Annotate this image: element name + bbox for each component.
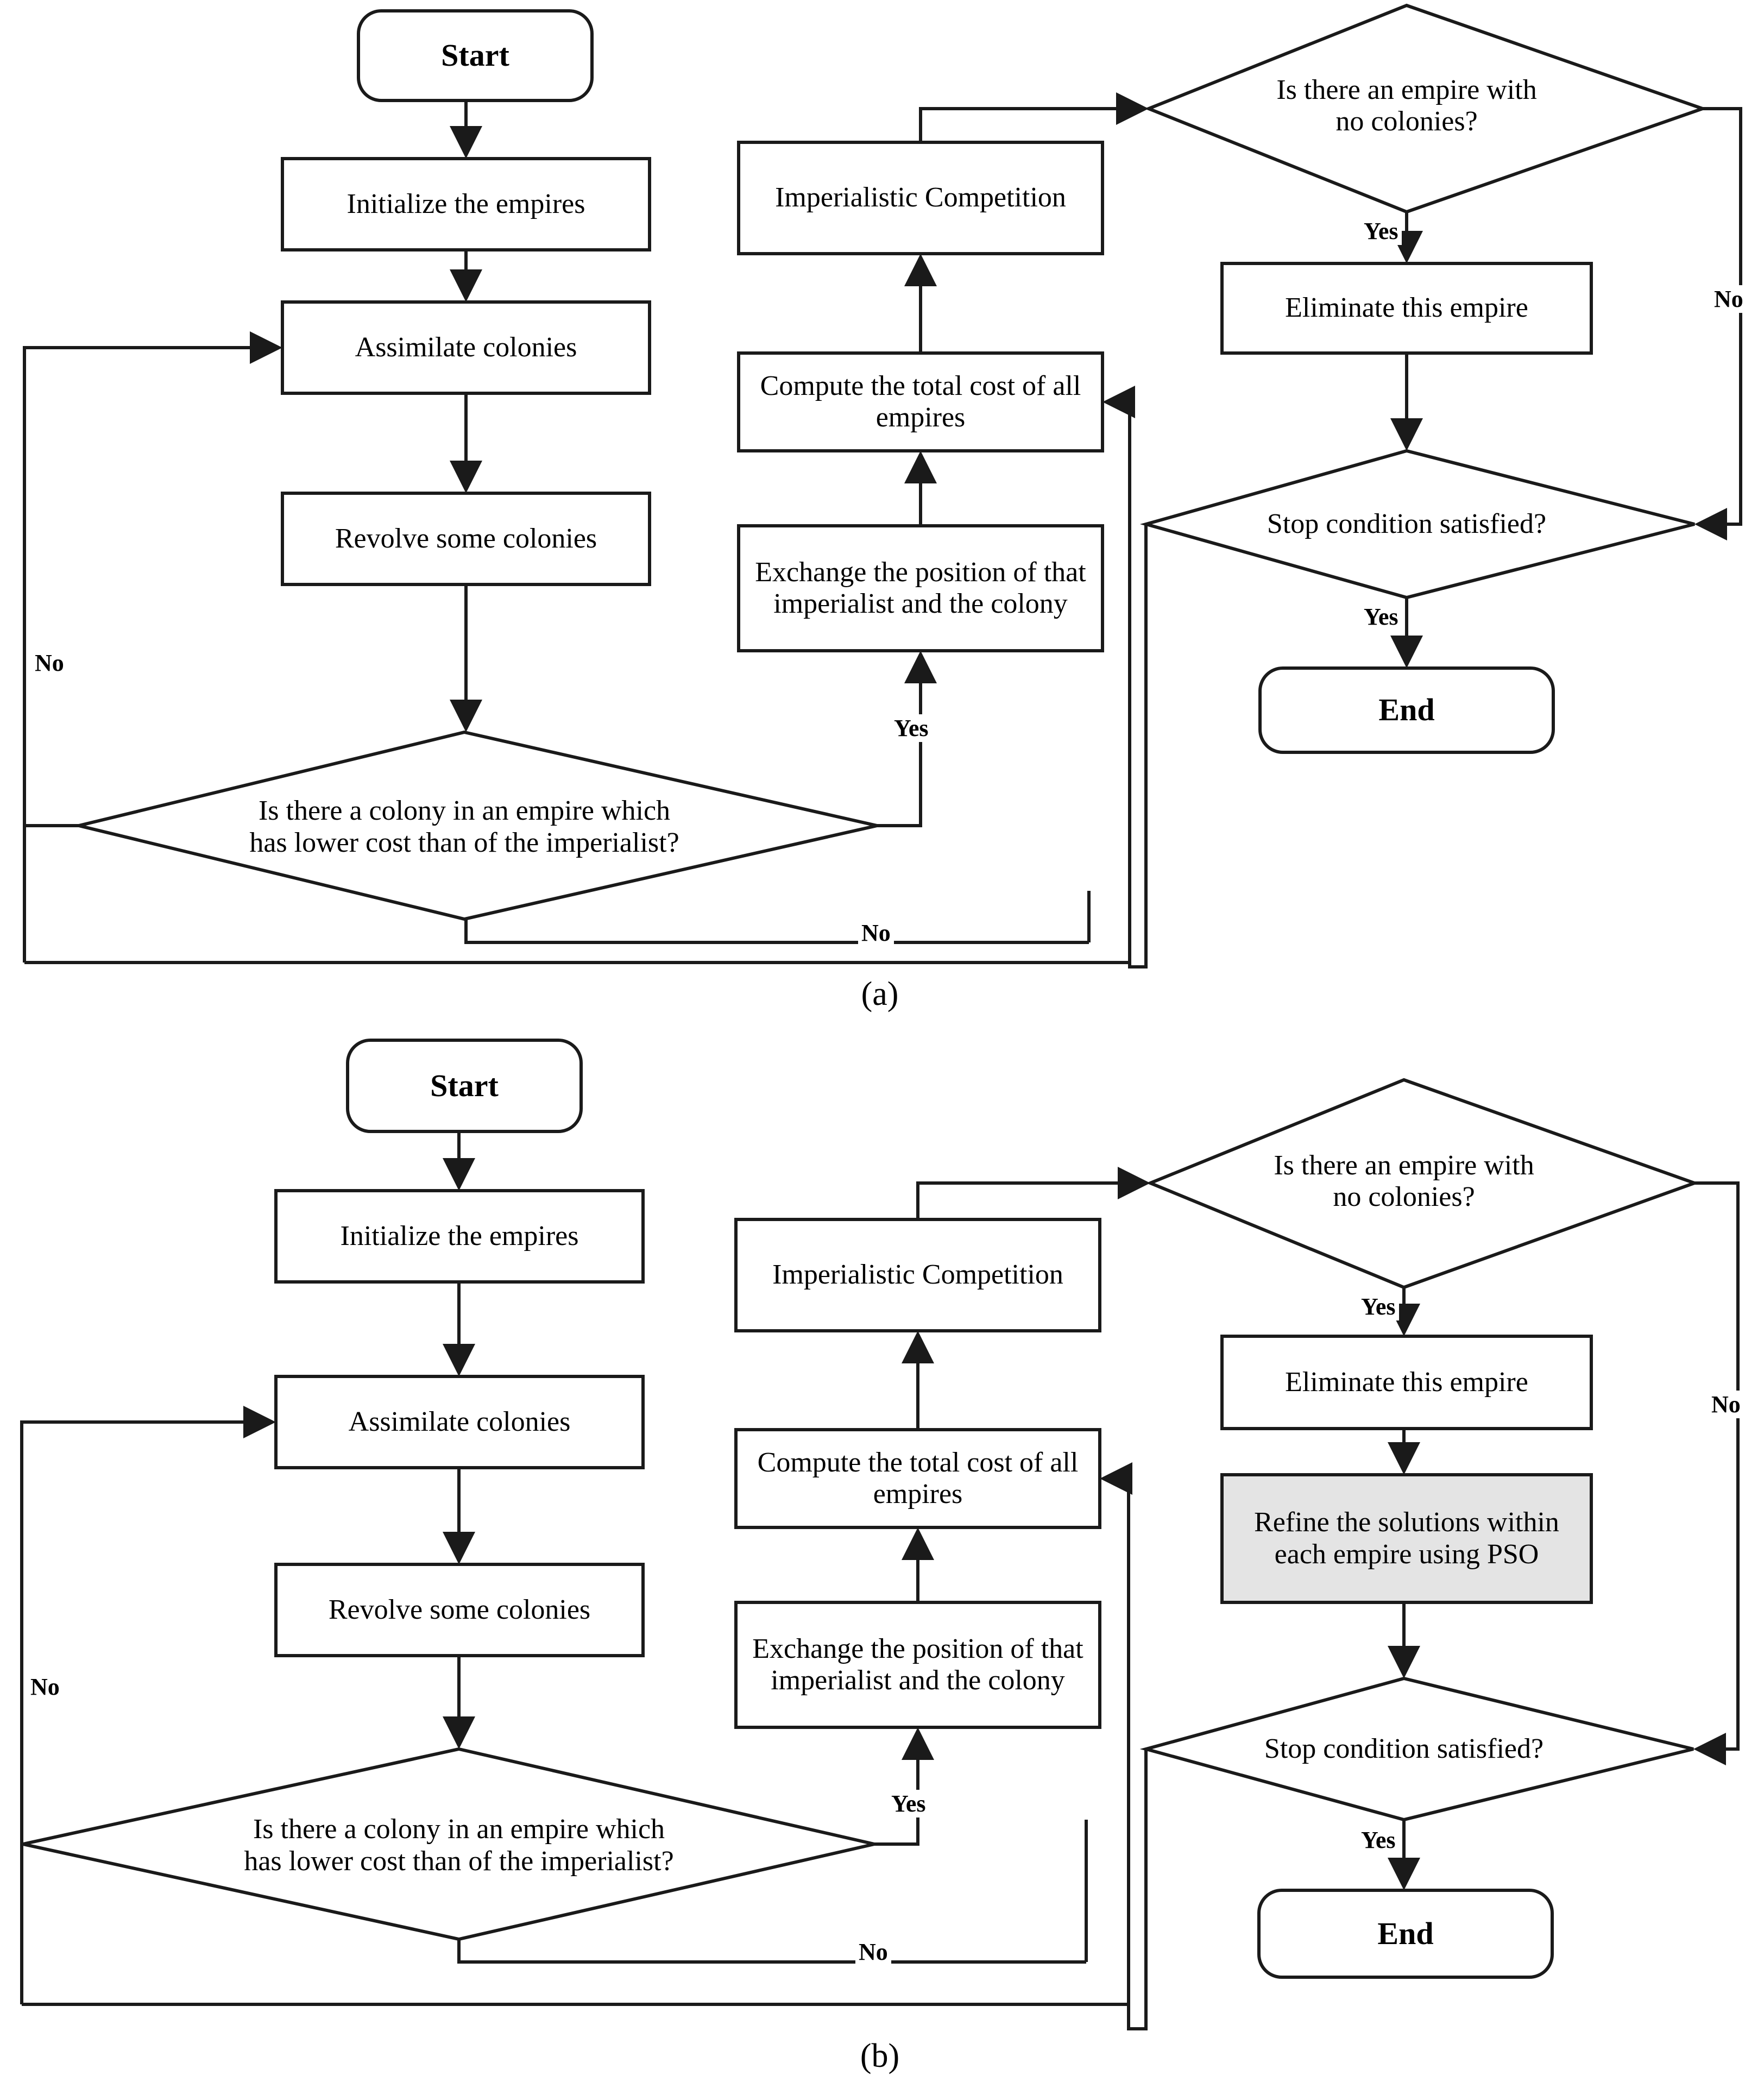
node-revolve-a xyxy=(281,492,651,586)
edge-label-empty-yes-a: Yes xyxy=(1360,217,1402,245)
edge-colonyq-no-bottom-b xyxy=(457,1939,1086,1964)
node-init-b xyxy=(274,1189,645,1284)
node-assimilate-a xyxy=(281,300,651,395)
node-compete-b[interactable] xyxy=(736,1219,1100,1331)
edge-label-empty-no-a: No xyxy=(1711,285,1747,313)
node-colony-q-a[interactable] xyxy=(79,732,877,919)
flowchart-a-graphics xyxy=(23,3,1742,968)
edge-label-empty-yes-b: Yes xyxy=(1358,1293,1399,1320)
node-init-a[interactable] xyxy=(282,159,650,250)
node-revolve-b xyxy=(274,1563,645,1657)
node-start-b[interactable] xyxy=(348,1040,581,1131)
edge-label-colony-no-a: No xyxy=(32,649,67,677)
node-eliminate-a xyxy=(1220,262,1593,355)
node-init-b[interactable] xyxy=(276,1191,643,1282)
node-revolve-a[interactable] xyxy=(282,493,650,584)
edge-label-stop-yes-a: Yes xyxy=(1360,603,1402,631)
node-totalcost-b xyxy=(734,1428,1101,1529)
edge-colonyq-yes-exchange-b xyxy=(874,1727,934,1846)
node-exchange-b xyxy=(734,1601,1101,1729)
node-colony-q-b[interactable] xyxy=(23,1749,874,1939)
node-empty-q-a[interactable] xyxy=(1149,5,1703,212)
node-assimilate-b[interactable] xyxy=(276,1376,643,1468)
node-stop-q-b[interactable] xyxy=(1146,1678,1693,1820)
edge-label-colony-yes-b: Yes xyxy=(888,1790,929,1817)
edge-colonyq-yes-exchange-a xyxy=(877,651,937,827)
panel-caption-b: (b) xyxy=(860,2037,900,2074)
node-end-a[interactable] xyxy=(1260,668,1553,752)
node-pso-b[interactable] xyxy=(1222,1475,1591,1602)
edge-emptyq-no-stopq-a xyxy=(1694,107,1742,540)
node-start-a[interactable] xyxy=(358,11,592,100)
node-start-b xyxy=(346,1039,583,1133)
edge-label-colony-no-b: No xyxy=(27,1673,63,1701)
edge-label-empty-no-b: No xyxy=(1708,1391,1744,1418)
edge-stopq-no-totalcost-b xyxy=(1100,1462,1148,2030)
edge-label-colony-no2-b: No xyxy=(855,1938,891,1966)
flowchart-b-graphics xyxy=(20,1039,1740,2030)
node-init-a xyxy=(281,157,651,251)
edge-label-colony-yes-a: Yes xyxy=(891,714,932,742)
edge-label-stop-yes-b: Yes xyxy=(1358,1826,1399,1854)
node-compete-a[interactable] xyxy=(739,142,1102,254)
flowchart-panel-a: Start Initialize the empires Assimilate … xyxy=(0,0,1764,1032)
panel-caption-a: (a) xyxy=(861,976,899,1012)
edge-outer-return-bus-a xyxy=(24,891,1130,964)
node-end-a xyxy=(1258,666,1555,754)
node-totalcost-a[interactable] xyxy=(739,353,1102,451)
edge-compete-emptyq-a xyxy=(919,92,1149,142)
node-totalcost-b[interactable] xyxy=(736,1430,1100,1527)
node-eliminate-b[interactable] xyxy=(1222,1336,1591,1429)
node-exchange-a[interactable] xyxy=(739,526,1102,651)
edge-stopq-no-totalcost-a xyxy=(1102,386,1148,968)
edge-colonyq-no-bottom-a xyxy=(464,919,1089,944)
edge-compete-emptyq-b xyxy=(916,1167,1150,1219)
node-exchange-b[interactable] xyxy=(736,1602,1100,1727)
node-end-b[interactable] xyxy=(1259,1890,1552,1977)
edge-colonyq-no-assimilate-a xyxy=(23,331,282,827)
node-pso-b xyxy=(1220,1473,1593,1604)
node-eliminate-a[interactable] xyxy=(1222,263,1591,353)
node-assimilate-a[interactable] xyxy=(282,302,650,393)
node-end-b xyxy=(1257,1889,1554,1979)
flowchart-panel-b: Start Initialize the empires Assimilate … xyxy=(0,1032,1764,2088)
node-compete-b xyxy=(734,1218,1101,1332)
node-assimilate-b xyxy=(274,1375,645,1469)
node-start-a xyxy=(357,9,594,102)
node-empty-q-b[interactable] xyxy=(1150,1080,1694,1287)
node-eliminate-b xyxy=(1220,1335,1593,1430)
edge-emptyq-no-stopq-b xyxy=(1693,1181,1740,1765)
node-stop-q-a[interactable] xyxy=(1146,451,1694,598)
edge-label-colony-no2-a: No xyxy=(858,919,894,947)
node-revolve-b[interactable] xyxy=(276,1564,643,1656)
